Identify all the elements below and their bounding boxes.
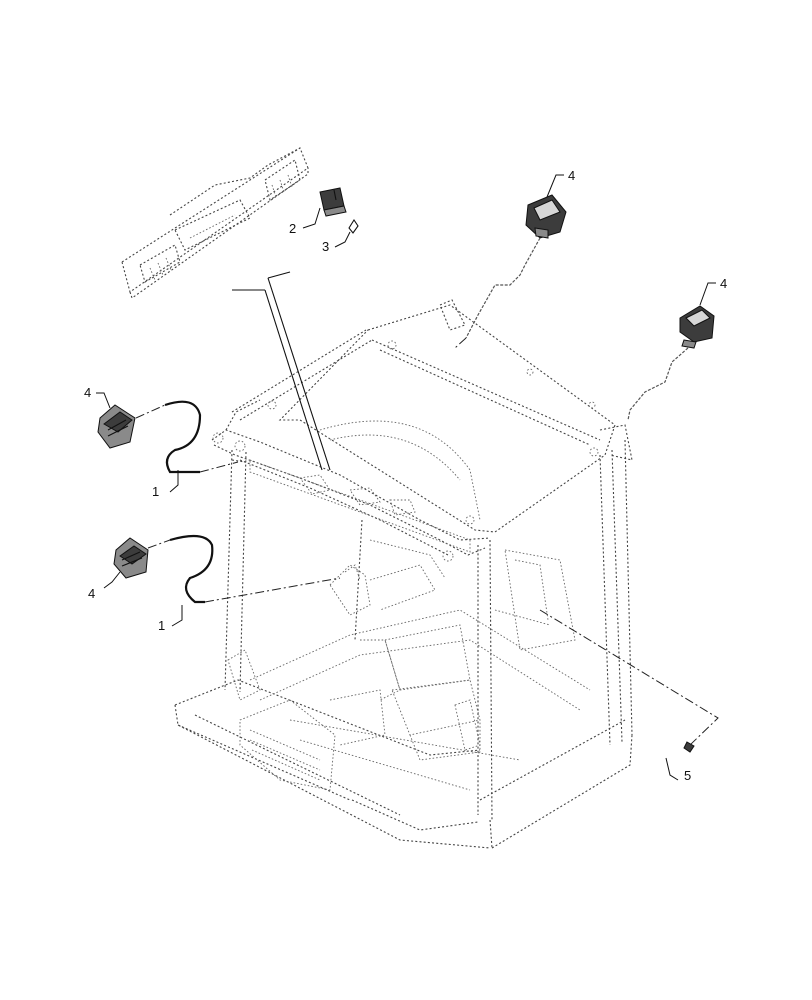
- switch-part-2: [319, 187, 347, 217]
- overhead-console-panel: [121, 147, 309, 299]
- callout-4a: 4: [546, 168, 575, 198]
- callout-5-label: 5: [684, 768, 691, 783]
- callout-1b-label: 1: [158, 618, 165, 633]
- dome-light-leaders: [232, 271, 331, 471]
- callout-4b: 4: [699, 276, 727, 306]
- work-lamp-left-upper: [97, 400, 239, 474]
- callout-4d: 4: [88, 571, 121, 601]
- callout-2: 2: [289, 207, 321, 236]
- callout-2-label: 2: [289, 221, 296, 236]
- work-lamp-left-lower: [113, 534, 341, 604]
- rear-sensor-leader: [539, 609, 719, 753]
- cab-frame: [174, 299, 633, 849]
- work-lamp-top-right: [627, 305, 715, 421]
- callout-3-label: 3: [322, 239, 329, 254]
- clip-part-3: [348, 218, 359, 234]
- callout-4b-label: 4: [720, 276, 727, 291]
- callout-3: 3: [322, 231, 351, 254]
- callout-4c-label: 4: [84, 385, 91, 400]
- callout-5: 5: [665, 757, 691, 783]
- callout-4c: 4: [84, 385, 111, 409]
- callout-1a-label: 1: [152, 484, 159, 499]
- work-lamp-top-center: [454, 194, 567, 349]
- callout-1b: 1: [158, 605, 183, 633]
- callout-4d-label: 4: [88, 586, 95, 601]
- callout-4a-label: 4: [568, 168, 575, 183]
- callout-1a: 1: [152, 470, 179, 499]
